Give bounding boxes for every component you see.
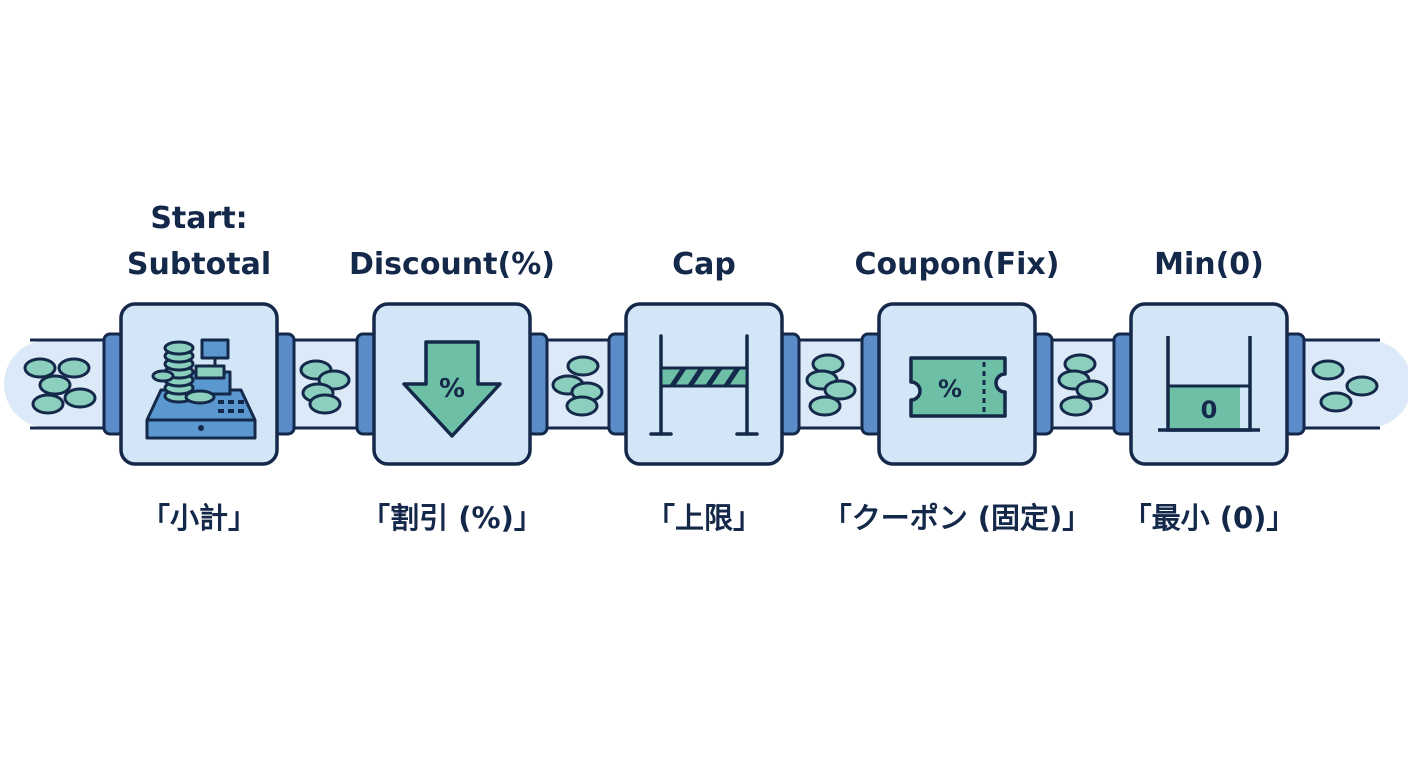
coin-cluster xyxy=(1311,359,1379,413)
percent-down-arrow-icon: % xyxy=(402,340,502,438)
zero-symbol: 0 xyxy=(1201,396,1218,424)
percent-symbol: % xyxy=(439,374,465,404)
title-line: Discount(%) xyxy=(349,247,555,282)
coin-cluster xyxy=(805,353,857,417)
title-line: Cap xyxy=(672,247,736,282)
stage-title-min: Min(0) xyxy=(1079,242,1339,288)
coins xyxy=(23,353,1379,417)
min-zero-container-icon: 0 xyxy=(1158,336,1260,432)
stage-title-coupon: Coupon(Fix) xyxy=(827,242,1087,288)
stage-label-ja-subtotal: 「小計」 xyxy=(140,501,257,535)
stage-title-subtotal: Start: Subtotal xyxy=(69,196,329,288)
title-line: Start: xyxy=(150,201,248,236)
percent-symbol: % xyxy=(938,375,962,403)
stage-label-ja-discount: 「割引 (%)」 xyxy=(361,501,543,535)
stage-title-cap: Cap xyxy=(574,242,834,288)
coin-cluster xyxy=(551,355,604,417)
coin-cluster xyxy=(1057,353,1109,417)
stage-label-ja-min: 「最小 (0)」 xyxy=(1122,501,1296,535)
connectors xyxy=(102,332,1306,436)
coin-cluster xyxy=(23,357,97,415)
stage-title-discount: Discount(%) xyxy=(322,242,582,288)
coupon-ticket-icon: % xyxy=(909,356,1007,418)
title-line: Coupon(Fix) xyxy=(854,247,1060,282)
cap-barrier-icon xyxy=(649,334,759,436)
cash-register-icon xyxy=(145,338,257,440)
coin-cluster xyxy=(299,359,351,415)
stage-label-ja-coupon: 「クーポン (固定)」 xyxy=(822,501,1092,535)
stage-box-min xyxy=(1129,302,1289,466)
title-line: Subtotal xyxy=(126,247,272,282)
stage-label-ja-cap: 「上限」 xyxy=(645,501,762,535)
title-line: Min(0) xyxy=(1154,247,1264,282)
